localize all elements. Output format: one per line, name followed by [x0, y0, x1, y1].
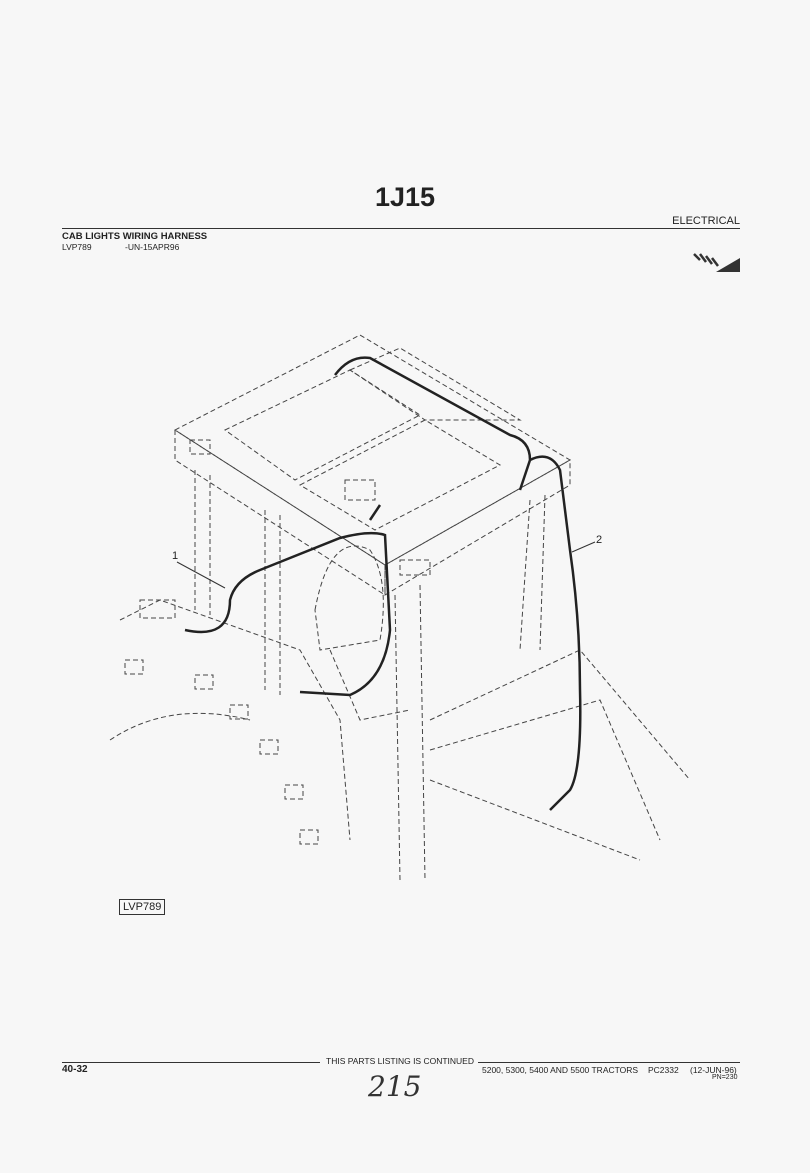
tractor-models: 5200, 5300, 5400 AND 5500 TRACTORS: [482, 1065, 639, 1075]
page-code: 1J15: [374, 182, 436, 212]
callout-2: 2: [596, 534, 603, 546]
continued-note: THIS PARTS LISTING IS CONTINUED: [326, 1056, 474, 1066]
figure-id-box: LVP789: [119, 899, 166, 915]
pn-number: PN=230: [712, 1074, 738, 1081]
callout-1: 1: [172, 550, 179, 562]
header-divider: [62, 228, 740, 229]
footer-divider-right: [478, 1062, 740, 1063]
section-label: ELECTRICAL: [672, 215, 740, 227]
group-title: CAB LIGHTS WIRING HARNESS: [62, 231, 208, 242]
illustration-date: -UN-15APR96: [125, 242, 180, 252]
illustration-ref: LVP789: [62, 242, 92, 252]
page-number: 40-32: [62, 1064, 88, 1075]
callout-leader-2: [571, 541, 596, 553]
cab-wiring-illustration: [109, 334, 691, 881]
catalog-number: PC2332: [648, 1065, 679, 1075]
footer-divider-left: [62, 1062, 320, 1063]
catalog-date: (12-JUN-96): [690, 1065, 737, 1075]
continue-arrow-icon: [693, 253, 740, 272]
handwritten-page-number: 215: [368, 1070, 422, 1103]
callout-leader-1: [176, 561, 226, 589]
